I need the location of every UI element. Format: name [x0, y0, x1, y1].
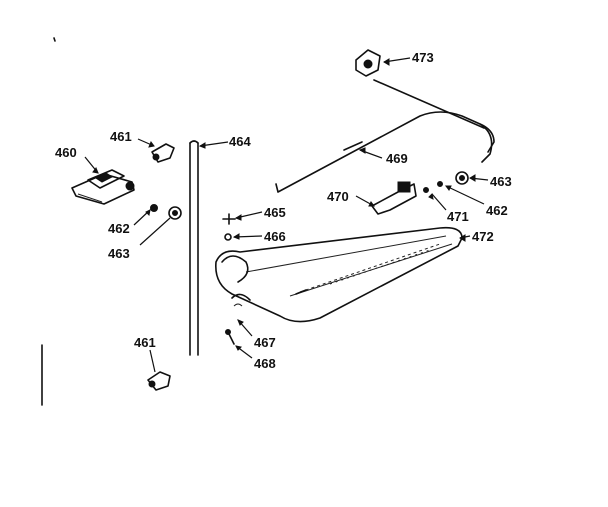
part-468-bolt — [225, 329, 235, 345]
leader-lines — [84, 57, 489, 373]
callout-472: 472 — [472, 229, 494, 244]
part-471-clip — [423, 187, 429, 193]
part-461-bottom-fitting — [147, 371, 171, 391]
callout-462-right: 462 — [486, 203, 508, 218]
callout-464: 464 — [229, 134, 251, 149]
part-463-left-nut — [168, 206, 182, 220]
part-472-burner-tray — [215, 226, 463, 323]
part-461-top-fitting — [151, 143, 175, 163]
callout-471: 471 — [447, 209, 469, 224]
callout-468: 468 — [254, 356, 276, 371]
part-462-left-washer — [150, 204, 158, 212]
part-469-tube — [275, 79, 495, 193]
callout-469: 469 — [386, 151, 408, 166]
callout-465: 465 — [264, 205, 286, 220]
callout-461-bottom: 461 — [134, 335, 156, 350]
callout-461-top: 461 — [110, 129, 132, 144]
callout-470: 470 — [327, 189, 349, 204]
part-470-bracket — [371, 181, 417, 215]
part-462-right-washer — [437, 181, 443, 187]
callout-labels: 460 461 462 463 464 465 466 467 468 461 … — [55, 50, 512, 371]
callout-467: 467 — [254, 335, 276, 350]
part-473-valve — [355, 49, 381, 77]
part-466-washer — [224, 233, 232, 241]
part-460-thermostat — [71, 169, 135, 205]
part-463-right-nut — [455, 171, 469, 185]
leader-arrowheads — [92, 58, 476, 351]
part-465-screw — [222, 213, 236, 225]
callout-466: 466 — [264, 229, 286, 244]
callout-473: 473 — [412, 50, 434, 65]
callout-463-left: 463 — [108, 246, 130, 261]
margin-marks — [41, 37, 56, 406]
callout-462-left: 462 — [108, 221, 130, 236]
part-464-tube — [189, 140, 199, 356]
callout-460: 460 — [55, 145, 77, 160]
part-467-spring — [233, 303, 243, 307]
callout-463-right: 463 — [490, 174, 512, 189]
